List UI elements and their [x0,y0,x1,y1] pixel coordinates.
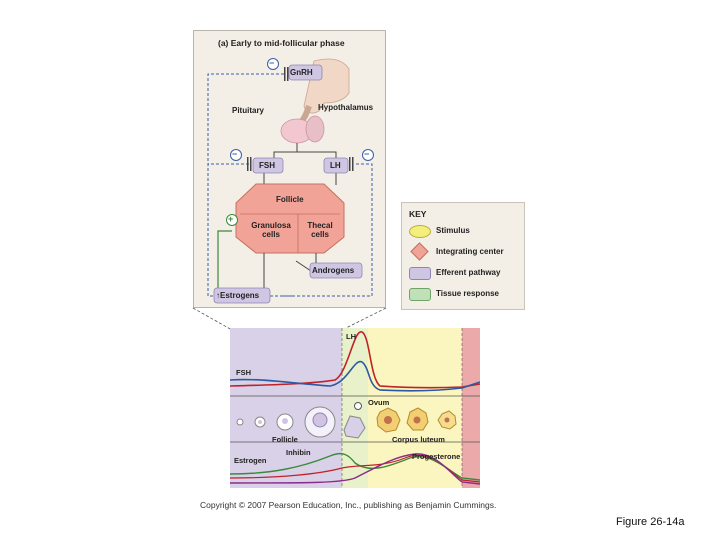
fsh-curve [230,360,480,392]
ruptured-follicle [343,415,366,439]
graph-ovum-label: Ovum [368,398,390,407]
menses-phase-bg [462,328,480,488]
tissue-response-swatch [409,288,431,301]
graph-fsh-label: FSH [236,368,251,377]
panel-title: (a) Early to mid-follicular phase [218,38,345,48]
key-legend: KEY Stimulus Integrating center Efferent… [401,202,525,310]
figure-label: Figure 26-14a [616,516,685,528]
graph-inhibin-label: Inhibin [286,448,311,457]
efferent-pathway-swatch [409,267,431,280]
graph-corpus-luteum-label: Corpus luteum [392,435,445,444]
gnrh-label: GnRH [290,68,313,77]
cycle-graph: LH FSH Ovum Follicle Corpus luteum Inhib… [230,328,480,488]
minus-icon: − [364,149,370,159]
lh-label: LH [330,161,341,170]
key-item-tissue-response: Tissue response [436,289,499,298]
follicle-shape [235,183,345,254]
graph-progesterone-label: Progesterone [412,452,461,461]
copyright-text: Copyright © 2007 Pearson Education, Inc.… [200,500,497,510]
graph-estrogen-label: Estrogen [234,456,267,465]
minus-icon: − [269,58,275,68]
minus-icon: − [232,149,238,159]
key-item-integrating-center: Integrating center [436,247,504,256]
estrogen-curve [230,452,480,481]
androgens-label: Androgens [312,266,355,275]
key-item-efferent-pathway: Efferent pathway [436,268,501,277]
panel-diagram [207,58,374,304]
key-item-stimulus: Stimulus [436,226,470,235]
ovum-shape [354,402,362,410]
key-title: KEY [409,209,427,219]
follicle-label: Follicle [276,195,304,204]
stimulus-swatch [409,225,431,238]
progesterone-curve [230,453,480,485]
fsh-label: FSH [259,161,275,170]
graph-lh-label: LH [346,332,356,341]
panel-a: (a) Early to mid-follicular phase [193,30,386,308]
plus-icon: + [228,214,234,224]
integrating-center-swatch [410,242,429,261]
hypothalamus-label: Hypothalamus [318,103,374,112]
estrogens-label: ↑Estrogens [216,291,260,300]
graph-follicle-label: Follicle [272,435,298,444]
luteal-phase-bg [368,328,462,488]
pituitary-label: Pituitary [232,106,265,115]
